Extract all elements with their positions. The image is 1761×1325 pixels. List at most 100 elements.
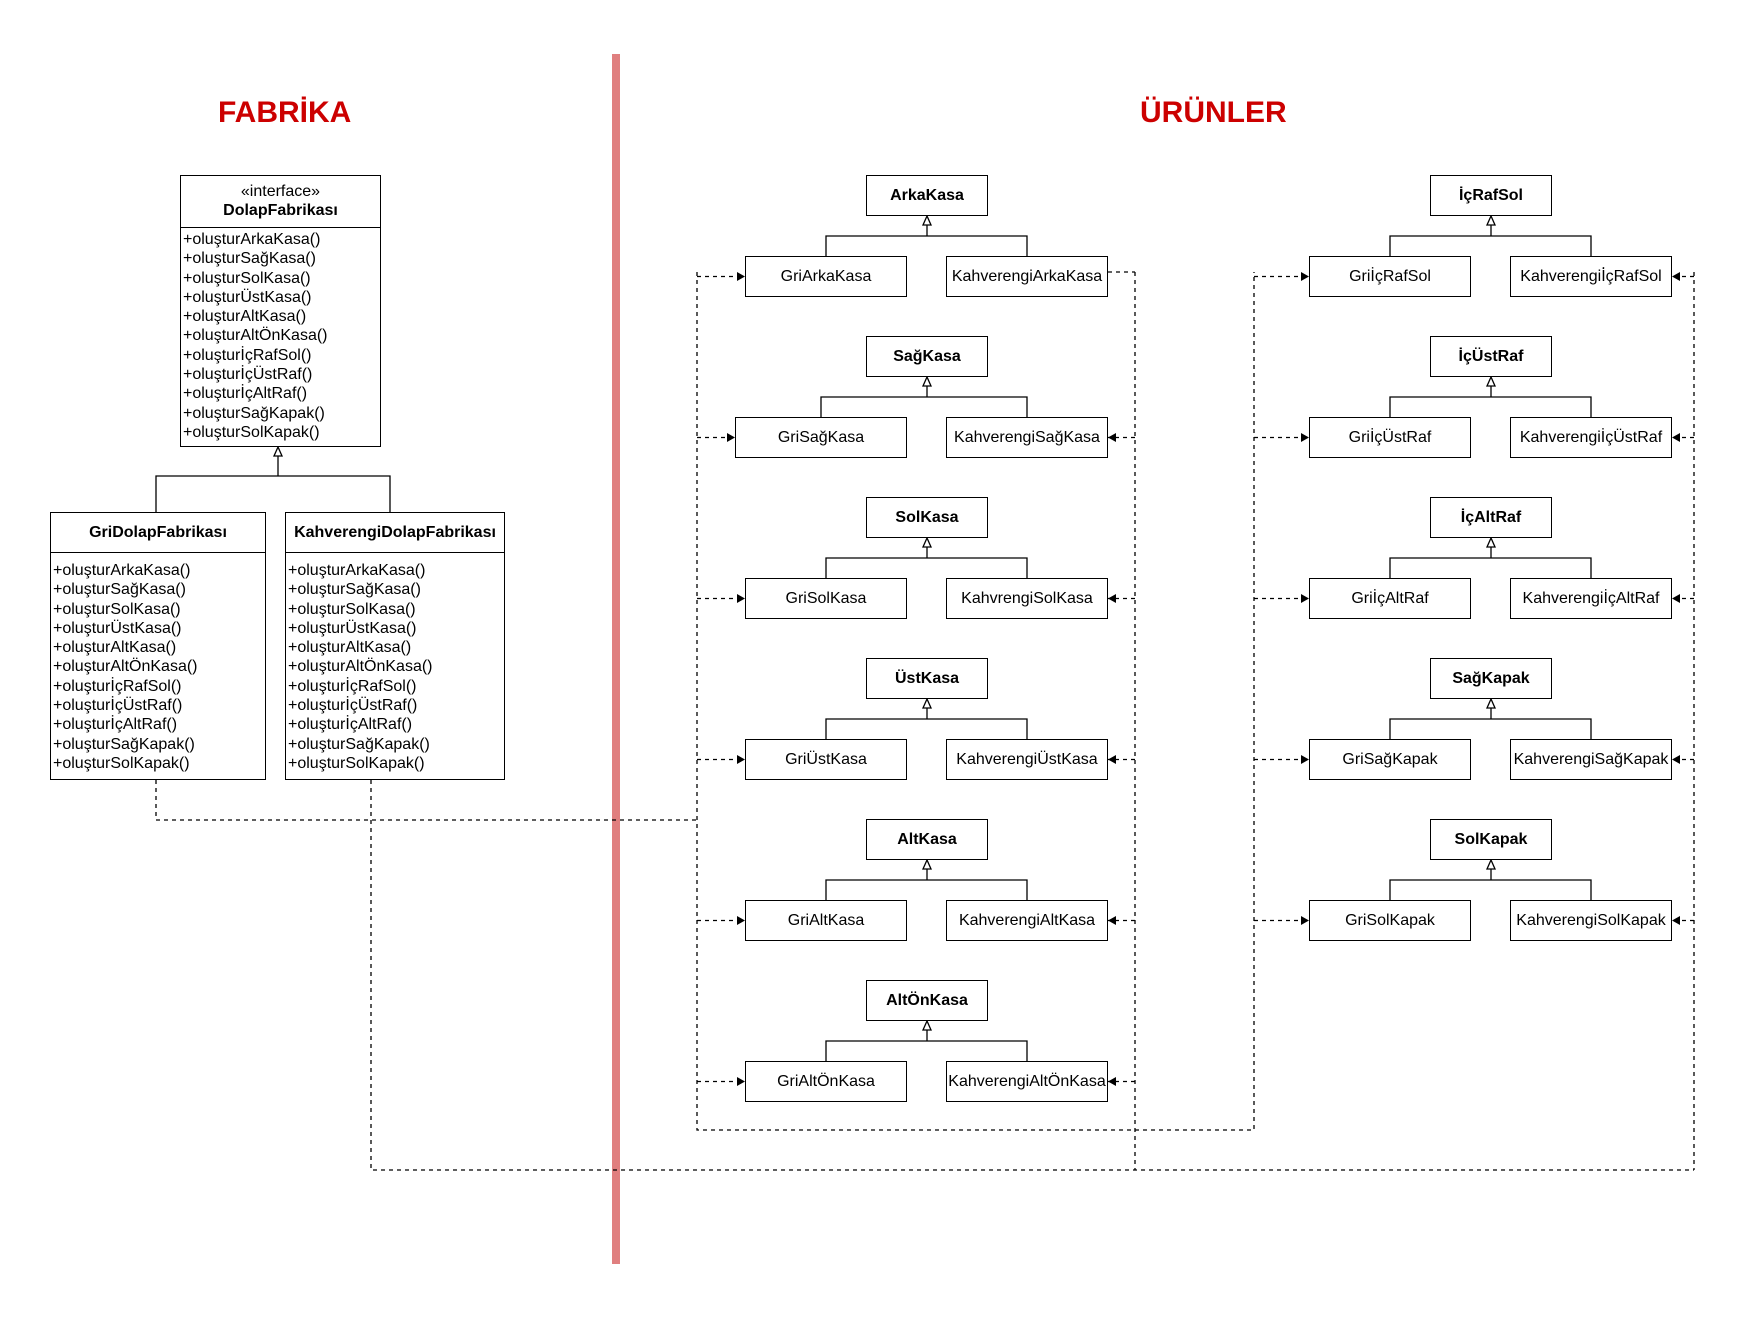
concrete-product-kahverengi-alt-on-kasa[interactable]: KahverengiAltÖnKasa [946, 1061, 1108, 1102]
concrete-product-gri-arka-kasa[interactable]: GriArkaKasa [745, 256, 907, 297]
operation: +oluşturArkaKasa() [183, 231, 321, 248]
class-name: KahverengiDolapFabrikası [294, 523, 496, 541]
brown-factory-dependency [370, 780, 1694, 1171]
operation: +oluşturAltÖnKasa() [53, 658, 198, 676]
generalization-arrowhead [921, 858, 933, 870]
class-header: GriDolapFabrikası [51, 513, 265, 553]
abstract-product-ic-alt-raf[interactable]: İçAltRaf [1430, 497, 1552, 538]
generalization-arrowhead [1485, 697, 1497, 709]
operation: +oluşturAltÖnKasa() [183, 327, 328, 345]
concrete-product-gri-alt-on-kasa[interactable]: GriAltÖnKasa [745, 1061, 907, 1102]
concrete-product-gri-ic-alt-raf[interactable]: GriİçAltRaf [1309, 578, 1471, 619]
interface-name: DolapFabrikası [223, 202, 338, 219]
class-kahverengi-dolap-fabrikasi[interactable]: KahverengiDolapFabrikası +oluşturArkaKas… [285, 512, 505, 780]
concrete-product-gri-ust-kasa[interactable]: GriÜstKasa [745, 739, 907, 780]
operation: +oluşturSağKapak() [53, 735, 195, 753]
operation: +oluşturAltKasa() [53, 639, 177, 657]
operation: +oluşturİçAltRaf() [53, 716, 178, 734]
abstract-product-alt-kasa[interactable]: AltKasa [866, 819, 988, 860]
interface-stereotype: «interface» [240, 183, 321, 200]
abstract-product-sol-kasa[interactable]: SolKasa [866, 497, 988, 538]
abstract-product-ic-raf-sol[interactable]: İçRafSol [1430, 175, 1552, 216]
concrete-product-gri-sol-kasa[interactable]: GriSolKasa [745, 578, 907, 619]
abstract-product-alt-on-kasa[interactable]: AltÖnKasa [866, 980, 988, 1021]
operation: +oluşturÜstKasa() [183, 288, 312, 306]
concrete-product-kahverengi-sag-kasa[interactable]: KahverengiSağKasa [946, 417, 1108, 458]
left-product-generalization-2-bar [825, 557, 1028, 578]
generalization-arrowhead [921, 536, 933, 548]
right-product-generalization-1-bar [1389, 396, 1592, 417]
class-name: GriDolapFabrikası [89, 523, 227, 541]
abstract-product-sag-kasa[interactable]: SağKasa [866, 336, 988, 377]
concrete-product-gri-sag-kapak[interactable]: GriSağKapak [1309, 739, 1471, 780]
left-product-generalization-0-bar [825, 235, 1028, 256]
operation: +oluşturSolKasa() [53, 600, 181, 618]
right-product-generalization-3-bar [1389, 718, 1592, 739]
interface-header: «interface» DolapFabrikası [181, 176, 380, 228]
concrete-product-gri-sol-kapak[interactable]: GriSolKapak [1309, 900, 1471, 941]
operation: +oluşturİçAltRaf() [288, 716, 413, 734]
generalization-arrowhead [921, 1019, 933, 1031]
right-product-generalization-2-bar [1389, 557, 1592, 578]
concrete-product-kahverengi-ust-kasa[interactable]: KahverengiÜstKasa [946, 739, 1108, 780]
operation: +oluşturArkaKasa() [53, 562, 191, 579]
operation: +oluşturSağKapak() [288, 735, 430, 753]
operation: +oluşturİçRafSol() [183, 346, 312, 364]
operation: +oluşturSolKapak() [183, 423, 320, 441]
abstract-product-sol-kapak[interactable]: SolKapak [1430, 819, 1552, 860]
generalization-arrowhead [1485, 375, 1497, 387]
concrete-product-gri-ic-ust-raf[interactable]: GriİçÜstRaf [1309, 417, 1471, 458]
factory-generalization-bar [155, 475, 391, 512]
operation: +oluşturİçRafSol() [53, 677, 182, 695]
gray-factory-dependency [155, 780, 697, 821]
abstract-product-arka-kasa[interactable]: ArkaKasa [866, 175, 988, 216]
operation: +oluşturAltKasa() [288, 639, 412, 657]
interface-operations: +oluşturArkaKasa() +oluşturSağKasa() +ol… [181, 228, 380, 442]
concrete-product-gri-alt-kasa[interactable]: GriAltKasa [745, 900, 907, 941]
left-product-generalization-1-bar [820, 396, 1028, 417]
generalization-arrowhead [272, 445, 284, 457]
concrete-product-kahverengi-arka-kasa[interactable]: KahverengiArkaKasa [946, 256, 1108, 297]
operation: +oluşturAltKasa() [183, 308, 307, 326]
generalization-arrowhead [921, 375, 933, 387]
operation: +oluşturSağKapak() [183, 404, 325, 422]
operation: +oluşturÜstKasa() [53, 619, 182, 637]
class-header: KahverengiDolapFabrikası [286, 513, 504, 553]
generalization-arrowhead [921, 697, 933, 709]
concrete-product-kahverengi-ic-raf-sol[interactable]: Kahverengiİ̇çRafSol [1510, 256, 1672, 297]
abstract-product-sag-kapak[interactable]: SağKapak [1430, 658, 1552, 699]
abstract-product-ic-ust-raf[interactable]: İçÜstRaf [1430, 336, 1552, 377]
interface-dolap-fabrikasi[interactable]: «interface» DolapFabrikası +oluşturArkaK… [180, 175, 381, 447]
operation: +oluşturSolKapak() [288, 754, 425, 772]
left-product-generalization-3-bar [825, 718, 1028, 739]
operation: +oluşturArkaKasa() [288, 562, 426, 579]
operation: +oluşturAltÖnKasa() [288, 658, 433, 676]
generalization-arrowhead [921, 214, 933, 226]
gray-dependency-bus [696, 272, 1255, 1131]
concrete-product-kahverengi-ic-ust-raf[interactable]: KahverengiİçÜstRaf [1510, 417, 1672, 458]
generalization-arrowhead [1485, 536, 1497, 548]
class-operations: +oluşturArkaKasa() +oluşturSağKasa() +ol… [51, 553, 265, 773]
class-operations: +oluşturArkaKasa() +oluşturSağKasa() +ol… [286, 553, 504, 773]
concrete-product-gri-sag-kasa[interactable]: GriSağKasa [735, 417, 907, 458]
concrete-product-kahverengi-sol-kasa[interactable]: KahvrengiSolKasa [946, 578, 1108, 619]
concrete-product-gri-ic-raf-sol[interactable]: GriİçRafSol [1309, 256, 1471, 297]
generalization-arrowhead [1485, 858, 1497, 870]
concrete-product-kahverengi-alt-kasa[interactable]: KahverengiAltKasa [946, 900, 1108, 941]
products-heading: ÜRÜNLER [1140, 96, 1287, 129]
abstract-product-ust-kasa[interactable]: ÜstKasa [866, 658, 988, 699]
operation: +oluşturSolKasa() [183, 269, 311, 287]
operation: +oluşturİçAltRaf() [183, 385, 308, 403]
class-gri-dolap-fabrikasi[interactable]: GriDolapFabrikası +oluşturArkaKasa() +ol… [50, 512, 266, 780]
operation: +oluşturSağKasa() [53, 581, 186, 599]
right-product-generalization-4-bar [1389, 879, 1592, 900]
concrete-product-kahverengi-ic-alt-raf[interactable]: KahverengiİçAltRaf [1510, 578, 1672, 619]
operation: +oluşturİçÜstRaf() [288, 697, 418, 715]
concrete-product-kahverengi-sol-kapak[interactable]: KahverengiSolKapak [1510, 900, 1672, 941]
operation: +oluşturİçRafSol() [288, 677, 417, 695]
operation: +oluşturSağKasa() [183, 250, 316, 268]
concrete-product-kahverengi-sag-kapak[interactable]: KahverengiSağKapak [1510, 739, 1672, 780]
factory-heading: FABRİKA [218, 96, 352, 129]
